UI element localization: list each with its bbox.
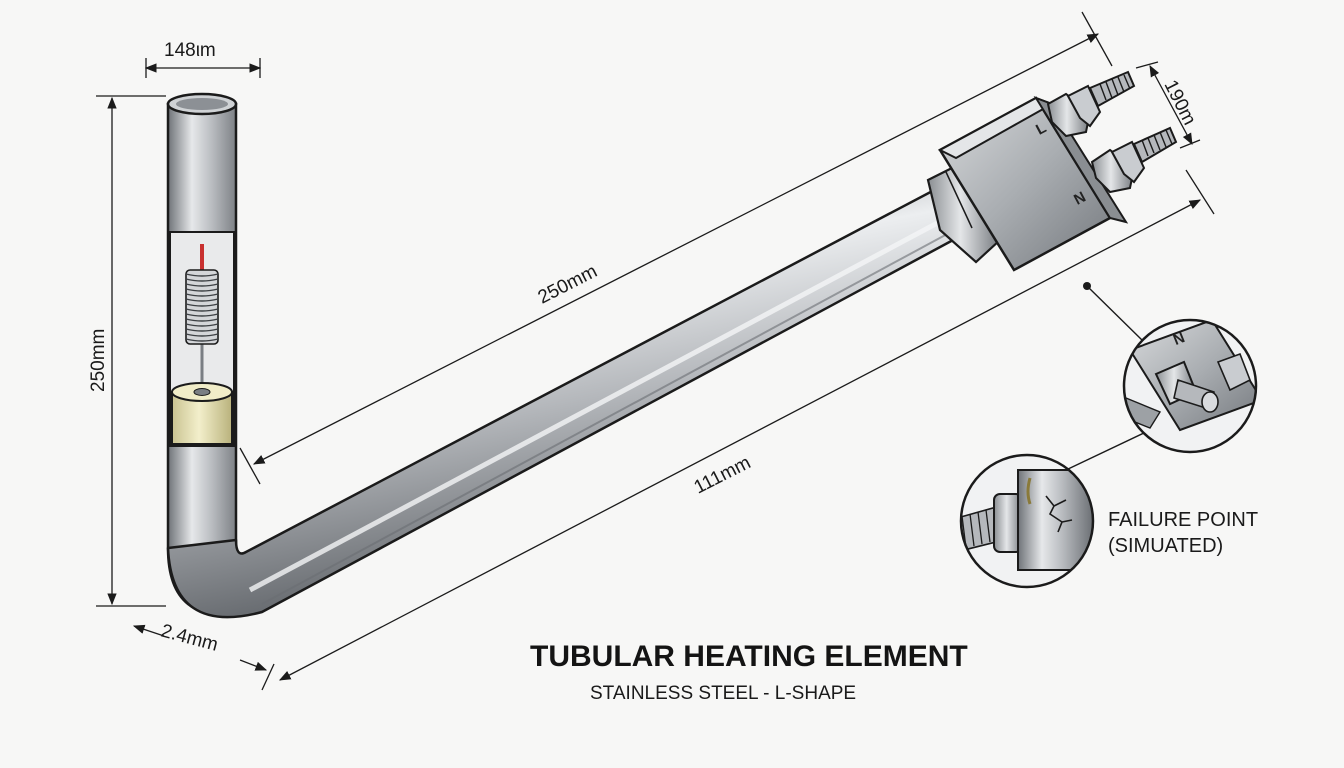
resistance-coil (185, 269, 219, 345)
dim-bend-radius: 2.4mm (159, 621, 221, 656)
dim-diagonal-length: 250mm (535, 261, 601, 308)
crack-mark (1045, 495, 1073, 533)
dim-lower-length: 111mm (691, 452, 754, 498)
diagram-title: TUBULAR HEATING ELEMENT (530, 640, 968, 673)
ceramic-insulator (171, 382, 233, 445)
diagonal-leg (166, 184, 970, 619)
dim-terminal-spacing: 190m (1160, 77, 1200, 129)
coil-turn (185, 298, 219, 302)
coil-turn (185, 273, 219, 277)
heating-tube (166, 92, 970, 619)
coil-turn (185, 313, 219, 317)
coil-turn (185, 283, 219, 287)
terminal-stud-live (1046, 70, 1136, 138)
coil-turn (185, 333, 219, 337)
coil-turn (185, 293, 219, 297)
callout-line-2: (SIMUATED) (1108, 535, 1223, 557)
callout-line-1: FAILURE POINT (1108, 509, 1258, 531)
coil-turn (185, 323, 219, 327)
coil-turn (185, 308, 219, 312)
coil-turn (185, 278, 219, 282)
diagram-subtitle: STAINLESS STEEL - L-SHAPE (590, 683, 856, 704)
dimension-lines (96, 11, 1215, 691)
dim-left-height: 250mm (88, 329, 109, 392)
coil-turn (185, 318, 219, 322)
detail-terminal-closeup: N (1122, 318, 1258, 454)
coil-turn (185, 328, 219, 332)
dim-top-width: 148ιm (164, 40, 216, 61)
coil-turn (185, 288, 219, 292)
failure-callout: N FAILURE POINT (SIMUATED) (959, 282, 1258, 589)
coil-turn (185, 303, 219, 307)
coil-turn (185, 338, 219, 342)
detail-crack-closeup (959, 453, 1095, 589)
terminal-stud-neutral (1090, 126, 1178, 194)
